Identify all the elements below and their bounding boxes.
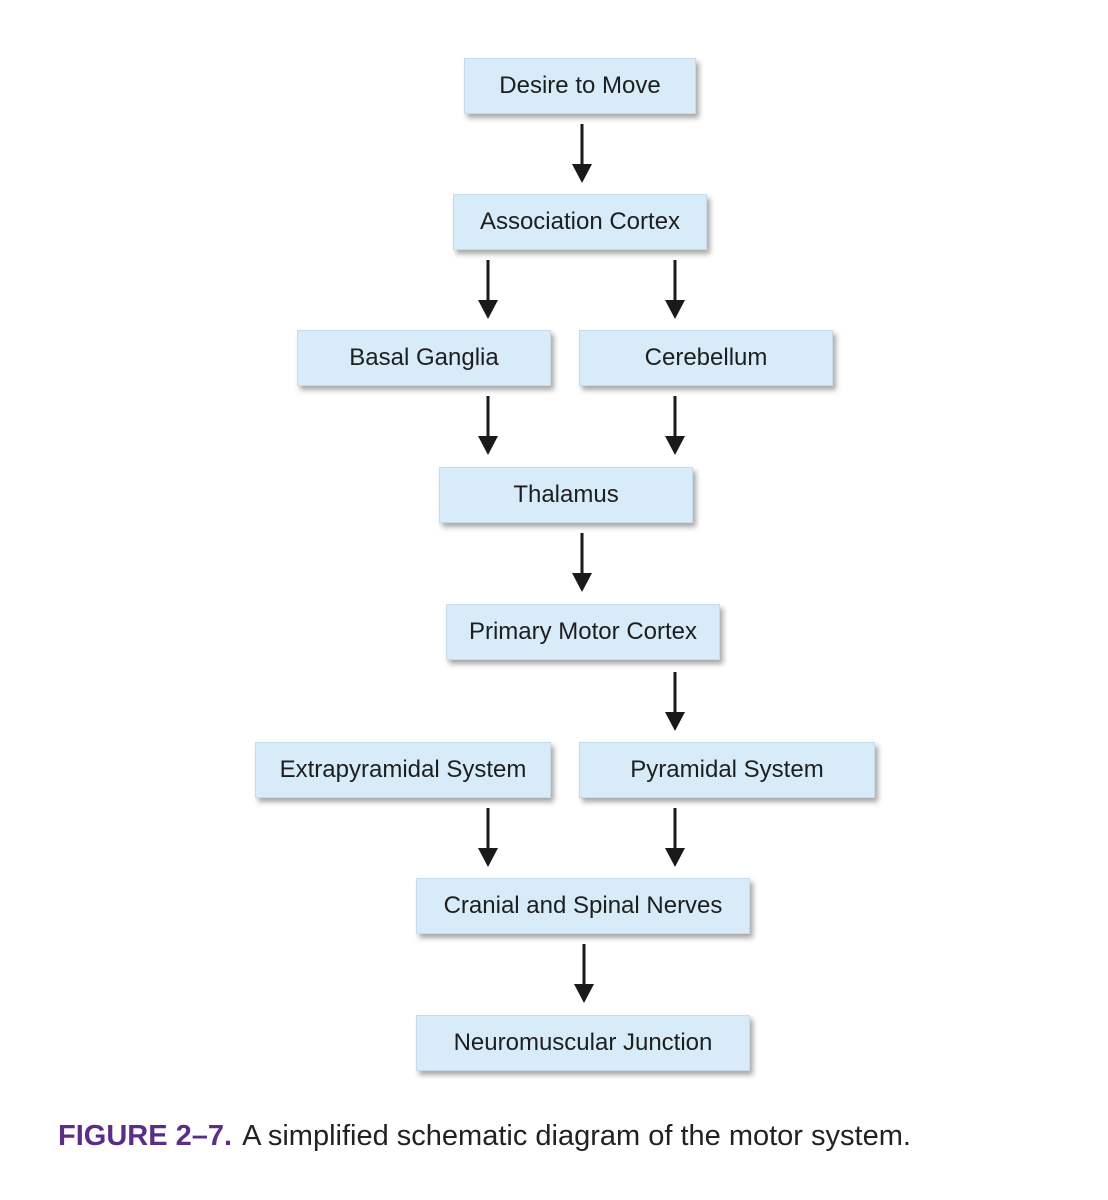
arrow-nerves-to-junction (574, 944, 594, 1003)
figure-label: FIGURE 2–7. (58, 1120, 233, 1152)
node-basal-ganglia: Basal Ganglia (297, 330, 551, 386)
motor-system-diagram: Desire to Move Association Cortex Basal … (255, 58, 875, 1071)
arrow-primary-motor-to-pyramidal (665, 672, 685, 731)
arrow-association-to-basal-ganglia (478, 260, 498, 319)
node-label: Basal Ganglia (349, 344, 499, 371)
node-pyramidal-system: Pyramidal System (579, 742, 875, 798)
node-cranial-spinal-nerves: Cranial and Spinal Nerves (416, 878, 750, 934)
node-cerebellum: Cerebellum (579, 330, 833, 386)
node-label: Association Cortex (479, 208, 681, 235)
arrow-extrapyramidal-to-nerves (478, 808, 498, 867)
node-label: Desire to Move (499, 72, 661, 99)
arrow-basal-ganglia-to-thalamus (478, 396, 498, 455)
arrows-layer (478, 124, 685, 1003)
node-label: Pyramidal System (630, 756, 824, 783)
node-thalamus: Thalamus (439, 467, 693, 523)
node-association-cortex: Association Cortex (453, 194, 707, 250)
arrow-association-to-cerebellum (665, 260, 685, 319)
arrow-thalamus-to-primary-motor (572, 533, 592, 592)
node-extrapyramidal-system: Extrapyramidal System (255, 742, 551, 798)
node-label: Cerebellum (644, 344, 768, 371)
figure-caption-text: A simplified schematic diagram of the mo… (242, 1120, 911, 1152)
arrow-desire-to-association (572, 124, 592, 183)
node-primary-motor-cortex: Primary Motor Cortex (446, 604, 720, 660)
node-label: Cranial and Spinal Nerves (443, 892, 723, 919)
node-label: Thalamus (513, 481, 619, 508)
arrow-pyramidal-to-nerves (665, 808, 685, 867)
node-label: Extrapyramidal System (279, 756, 527, 783)
node-label: Primary Motor Cortex (468, 618, 698, 645)
node-desire-to-move: Desire to Move (464, 58, 696, 114)
figure-caption: FIGURE 2–7. A simplified schematic diagra… (58, 1120, 911, 1153)
arrow-cerebellum-to-thalamus (665, 396, 685, 455)
node-neuromuscular-junction: Neuromuscular Junction (416, 1015, 750, 1071)
node-label: Neuromuscular Junction (453, 1029, 713, 1056)
